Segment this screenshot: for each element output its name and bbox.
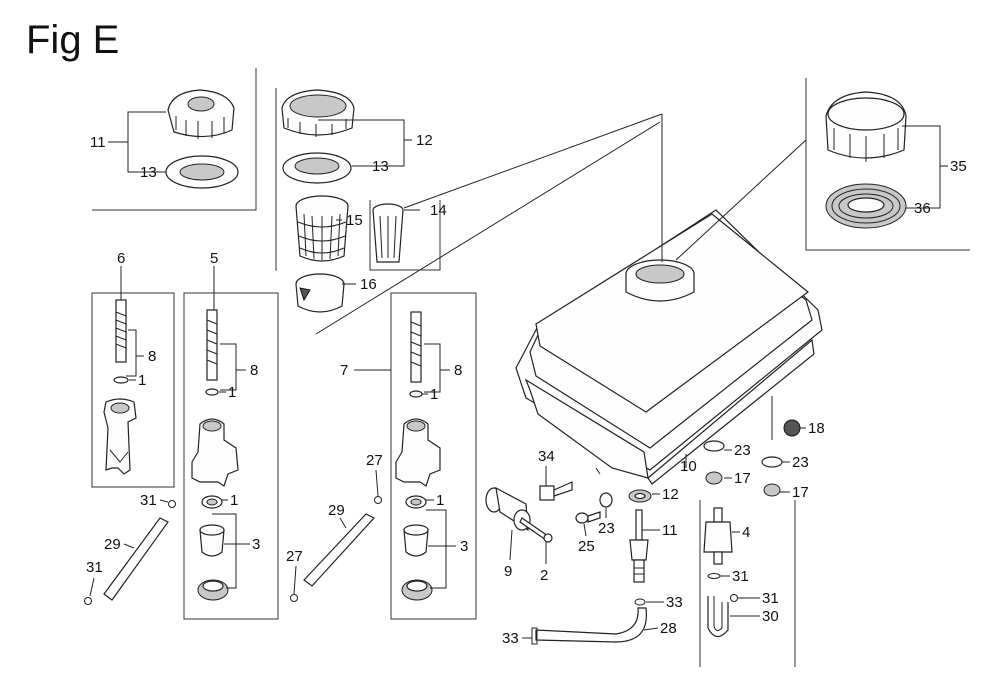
seal-36: [825, 183, 907, 229]
fuel-tank: [515, 209, 823, 502]
fuel-tube-30-mid: [303, 513, 375, 587]
callout-31: 30: [762, 608, 779, 625]
knob-9: [485, 486, 531, 532]
washer-26: [599, 492, 613, 508]
group-frames: [91, 68, 970, 667]
callout-14: 12: [416, 132, 433, 149]
callout-8-a: 8: [148, 348, 156, 365]
callout-16: 14: [430, 202, 447, 219]
callout-32-a: 31: [140, 492, 157, 509]
gasket-15-a: [165, 155, 239, 189]
fuel-tube-29: [535, 607, 648, 643]
fuel-joint-11: [629, 509, 649, 583]
callout-8-c: 8: [454, 362, 462, 379]
figure-title: Fig E: [26, 18, 120, 62]
callout-1-d: 1: [430, 386, 438, 403]
callout-33-b: 33: [502, 630, 519, 647]
callout-6: 6: [117, 250, 125, 267]
callout-27-a: 27: [366, 452, 383, 469]
callout-35: 35: [950, 158, 967, 175]
callout-15-a: 13: [140, 164, 157, 181]
bolt-28: [575, 511, 601, 524]
callout-33-a: 33: [666, 594, 683, 611]
callout-3-b: 3: [460, 538, 468, 555]
fuel-filter-4: [703, 507, 733, 565]
callout-36: 36: [914, 200, 931, 217]
callout-5: 5: [210, 250, 218, 267]
callout-27-b: 27: [286, 548, 303, 565]
fuel-valve-6: [103, 299, 137, 475]
strainer-17: [295, 195, 349, 262]
callout-1-b: 1: [228, 384, 236, 401]
callout-25-b: 23: [792, 454, 809, 471]
strainer-18: [295, 273, 345, 313]
callout-11: 11: [662, 522, 678, 539]
callout-25-a: 23: [734, 442, 751, 459]
leader-lines: [89, 111, 948, 639]
fuel-valve-5: [191, 309, 239, 601]
callout-15-b: 13: [372, 158, 389, 175]
fuel-tube-30-left: [103, 517, 169, 601]
fuel-cap-35: [825, 91, 907, 162]
washers-25: [703, 440, 783, 468]
callout-1-e: 1: [436, 492, 444, 509]
screw-2: [519, 517, 553, 543]
callout-17: 15: [346, 212, 363, 229]
callout-4: 4: [742, 524, 750, 541]
strainer-16: [372, 203, 404, 263]
callout-12: 12: [662, 486, 679, 503]
bolt-34: [539, 481, 573, 501]
callout-32-b: 31: [86, 559, 103, 576]
callout-24: 18: [808, 420, 825, 437]
callout-28: 25: [578, 538, 595, 555]
callout-23-b: 17: [792, 484, 809, 501]
callout-8-b: 8: [250, 362, 258, 379]
clips-32-27: [84, 496, 382, 605]
fuel-valve-7: [395, 311, 441, 601]
callout-10: 10: [680, 458, 697, 475]
washer-12: [628, 489, 652, 503]
callout-3-a: 3: [252, 536, 260, 553]
callout-32-d: 31: [762, 590, 779, 607]
callout-labels: 11 13 12 13 15 14 16 35 36 6 8 1 5 8 1 1…: [86, 132, 967, 647]
fuel-tube-31: [707, 596, 729, 638]
callout-30-b: 29: [328, 502, 345, 519]
fuel-cap-13: [167, 89, 235, 139]
callout-9: 9: [504, 563, 512, 580]
fuel-cap-14: [281, 89, 355, 137]
callout-13: 11: [90, 134, 106, 151]
callout-7: 7: [340, 362, 348, 379]
callout-29: 28: [660, 620, 677, 637]
callout-18: 16: [360, 276, 377, 293]
gasket-15-b: [282, 152, 352, 184]
callout-1-a: 1: [138, 372, 146, 389]
nut-24: [783, 419, 801, 437]
nuts-23: [705, 471, 781, 497]
callout-32-c: 31: [732, 568, 749, 585]
clips-33: [531, 598, 646, 645]
callout-30-a: 29: [104, 536, 121, 553]
callout-1-c: 1: [230, 492, 238, 509]
callout-2: 2: [540, 567, 548, 584]
callout-23-a: 17: [734, 470, 751, 487]
callout-34: 34: [538, 448, 555, 465]
callout-26: 23: [598, 520, 615, 537]
